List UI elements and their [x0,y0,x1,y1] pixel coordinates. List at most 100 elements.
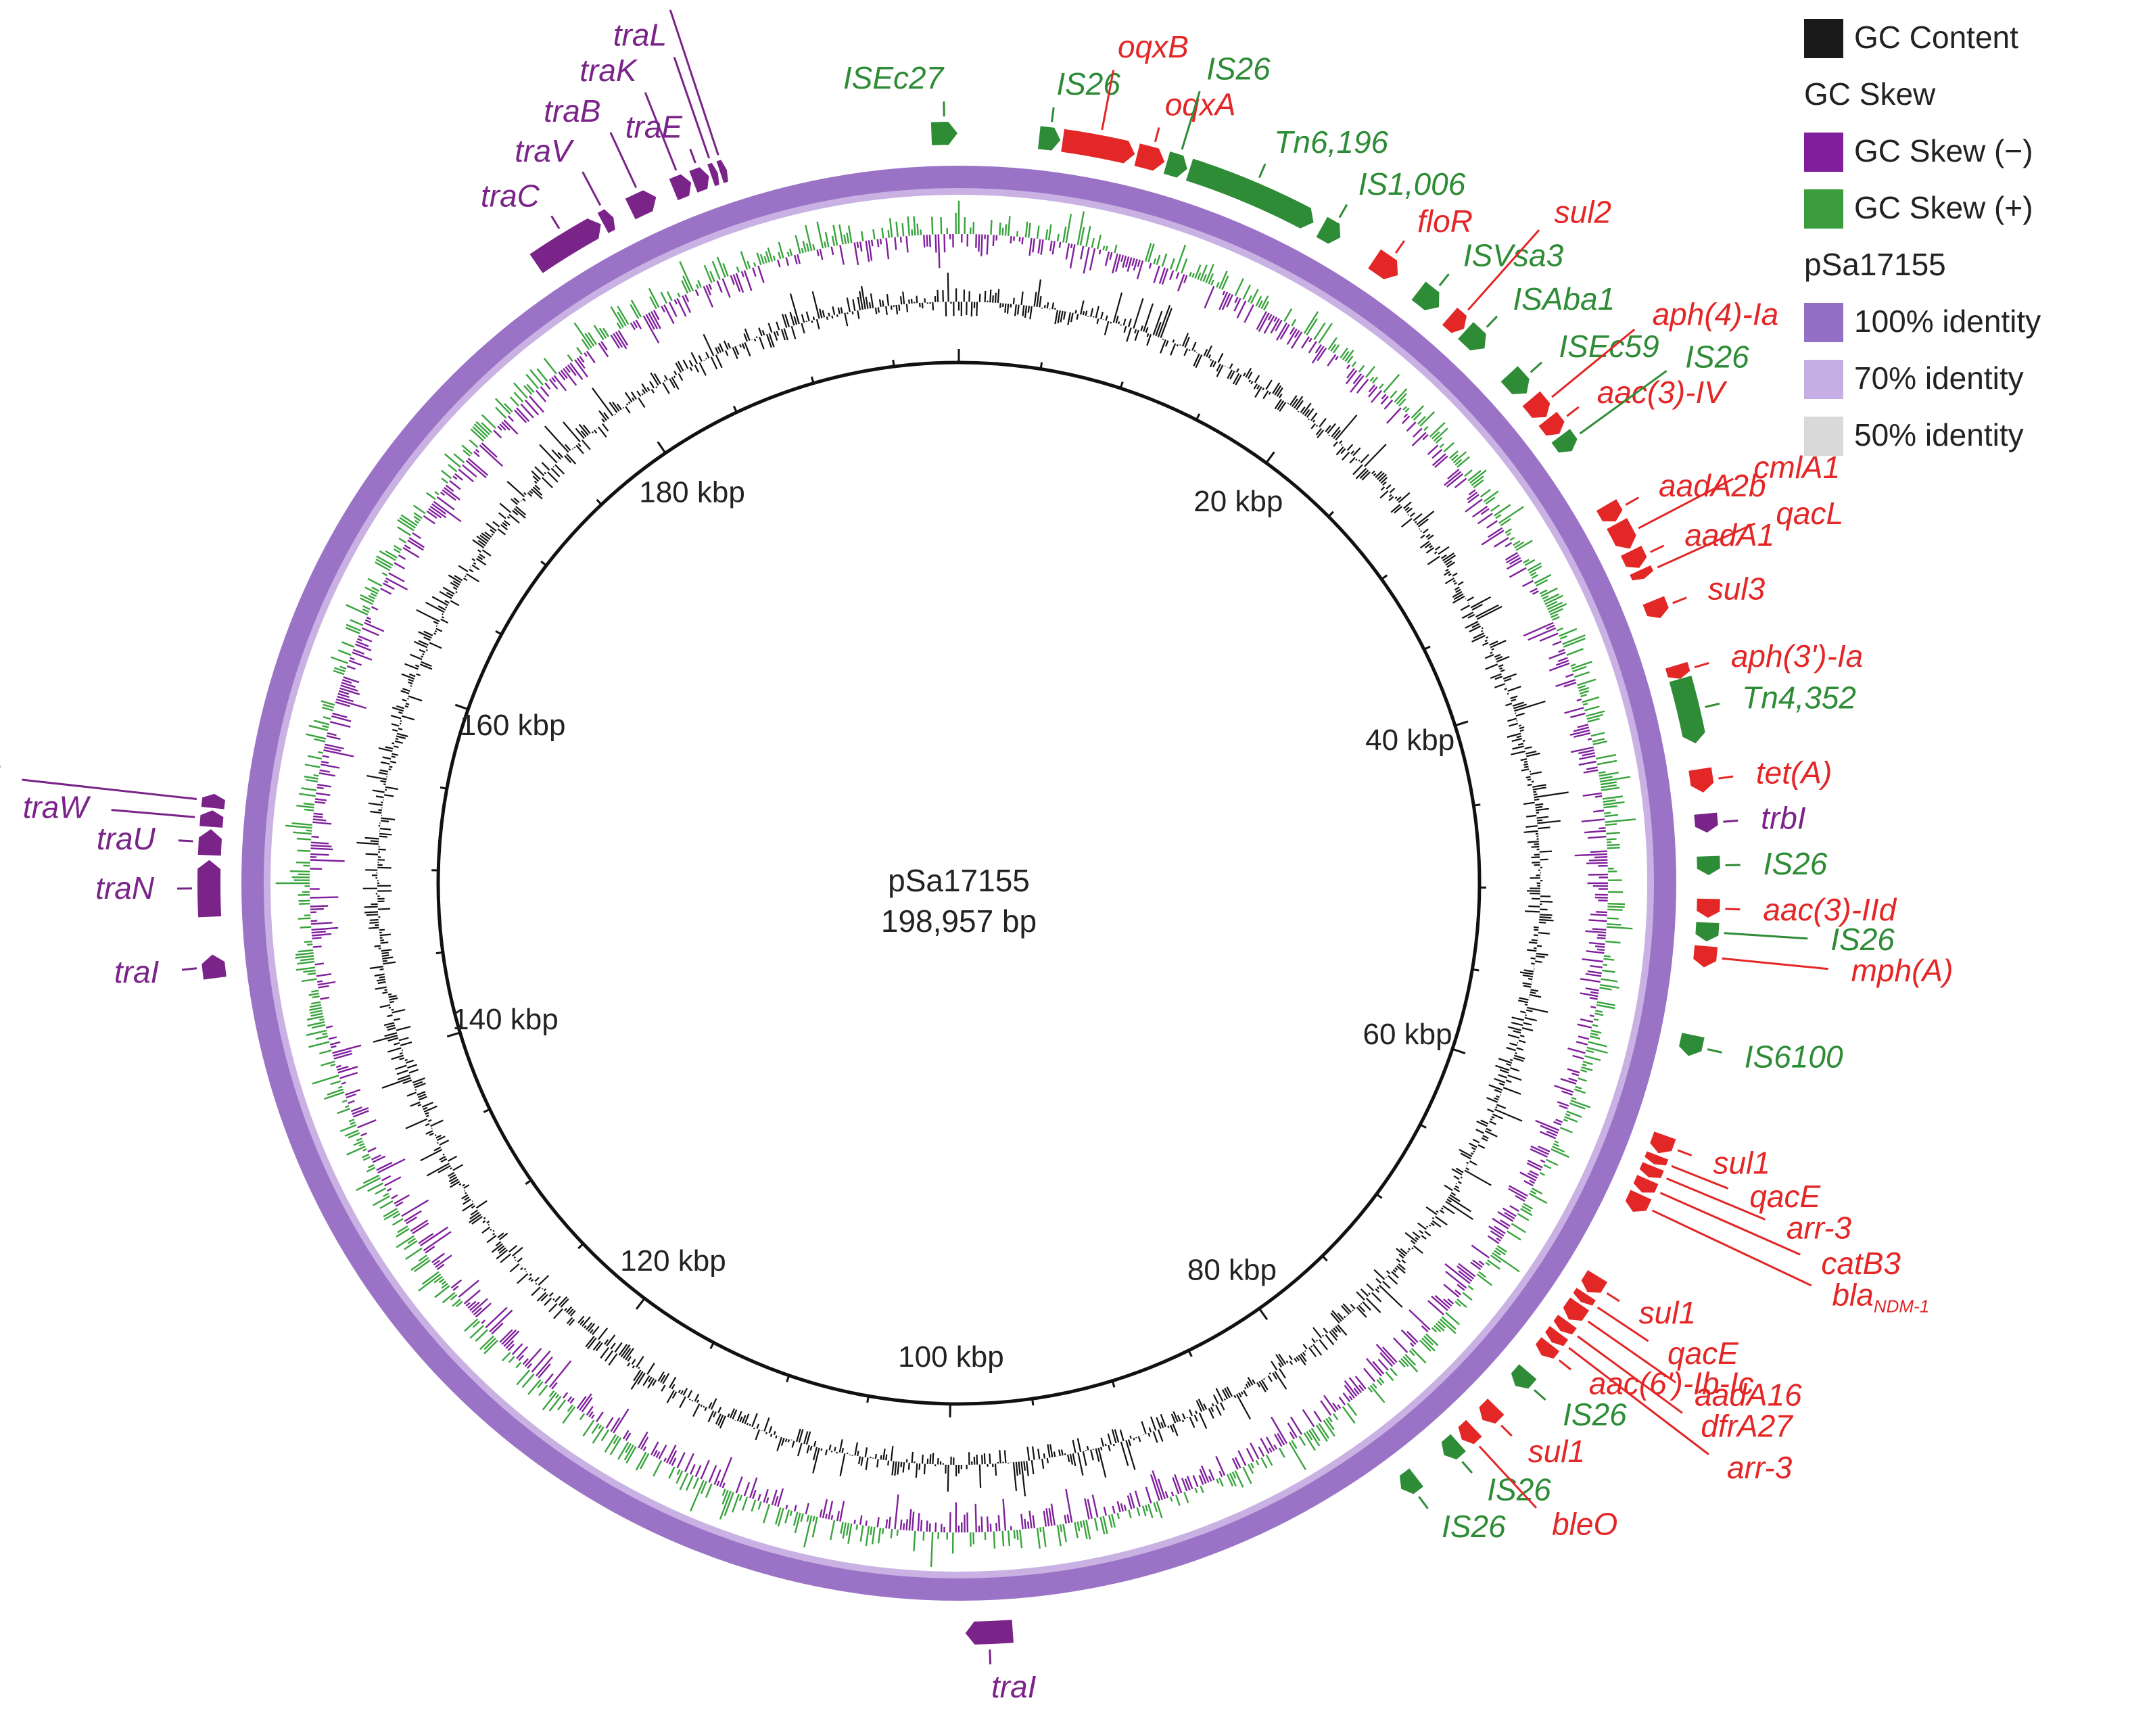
kbp-tick [635,1297,646,1310]
label-leader [609,132,638,188]
label-leader [1478,1445,1538,1509]
gene-label: tet(A) [1756,755,1832,790]
gene-label: sul2 [1555,195,1611,230]
kbp-tick [577,1243,584,1250]
gene-label: ISEc59 [1559,329,1659,364]
kbp-tick [596,498,602,506]
label-leader [1587,1320,1677,1384]
plasmid-name: pSa17155 [888,863,1030,898]
kbp-label: 180 kbp [639,476,745,509]
gene-arrow [625,190,657,220]
gene-label: IS26 [1206,51,1271,86]
gene-label: bleO [1552,1507,1617,1542]
gene-arrow [1551,429,1578,453]
kbp-tick [810,376,815,384]
gene-label: traI [991,1669,1037,1704]
legend-label: GC Skew (+) [1854,190,2033,225]
label-leader [1677,1149,1693,1156]
gene-label: traF [0,759,1,794]
label-leader [582,171,602,206]
kbp-label: 40 kbp [1365,724,1454,757]
gene-arrow [1642,596,1669,619]
kbp-tick [435,951,444,955]
legend-heading: GC Skew [1804,76,1936,112]
gene-label: arr-3 [1786,1210,1852,1245]
kbp-tick [1321,1255,1328,1262]
gene-arrow [930,122,958,145]
label-leader [1101,70,1115,131]
gene-label: sul1 [1639,1295,1696,1330]
label-leader [1638,477,1734,530]
legend-swatch [1804,133,1843,172]
kbp-tick [1452,1048,1466,1054]
kbp-tick [657,441,667,454]
label-leader [669,9,719,156]
kbp-tick [709,1342,715,1349]
gene-label: traI [114,954,160,989]
gene-label: qacE [1749,1179,1821,1214]
kbp-tick [1454,720,1469,727]
gene-label: sul1 [1528,1434,1585,1469]
gene-label: sul3 [1708,571,1766,606]
legend-label: 70% identity [1854,360,2024,396]
gene-label: arr-3 [1727,1450,1793,1485]
gene-label: blaNDM-1 [1832,1277,1929,1316]
gene-arrow [1411,281,1440,310]
label-leader [1724,932,1808,940]
gene-label: traB [544,93,600,128]
gene-arrow [1607,517,1636,549]
gene-label: traA [606,0,663,5]
label-leader [1657,522,1755,569]
map-center: pSa17155 198,957 bp [881,863,1037,939]
gene-arrow [1697,855,1720,876]
label-leader [1551,328,1636,398]
gene-arrow [197,860,222,918]
kbp-label: 100 kbp [898,1340,1004,1374]
gene-label: IS1,006 [1358,166,1466,202]
gene-label: ISVsa3 [1463,238,1564,273]
kbp-tick [1187,1350,1193,1357]
gene-label: Tn4,352 [1742,680,1856,715]
label-leader [1659,1192,1801,1256]
kbp-tick [495,630,502,636]
gene-arrow [1665,661,1690,679]
identity-ring [241,166,1676,1601]
label-leader [1418,1496,1429,1509]
identity-ring-light [264,188,1654,1578]
gene-arrow [1650,1131,1676,1154]
gene-arrow [1620,545,1647,568]
kbp-tick [1258,1307,1269,1321]
gene-label: IS26 [1830,922,1895,957]
gene-label: ISAba1 [1513,281,1615,316]
gene-arrow [965,1620,1014,1645]
gene-label: aph(4)-Ia [1653,296,1779,331]
gene-label: IS26 [1563,1397,1627,1432]
gene-arrow [1479,1399,1505,1424]
legend-label: 100% identity [1854,304,2041,339]
kbp-tick [786,1375,790,1382]
label-leader [1534,1389,1546,1401]
gene-label: sul1 [1713,1145,1770,1180]
gene-arrow [1522,391,1551,418]
label-leader [1725,908,1741,911]
gc-skew-positive [275,200,1636,1567]
label-leader [1718,775,1734,780]
gene-label: mph(A) [1851,953,1954,988]
legend-swatch [1804,19,1843,58]
gene-arrow [1695,922,1720,942]
kbp-tick [540,560,547,567]
gene-arrow [1581,1270,1608,1293]
gene-label: oqxB [1118,29,1189,64]
gene-label: IS26 [1764,846,1828,881]
kbp-tick [1423,645,1431,651]
kbp-tick [1039,362,1043,369]
gene-arrow [201,793,225,810]
label-leader [1722,957,1828,970]
label-leader [1258,163,1267,179]
label-leader [1596,1307,1649,1342]
label-leader [1566,406,1580,417]
label-leader [673,56,711,159]
gene-arrow [1693,945,1718,968]
